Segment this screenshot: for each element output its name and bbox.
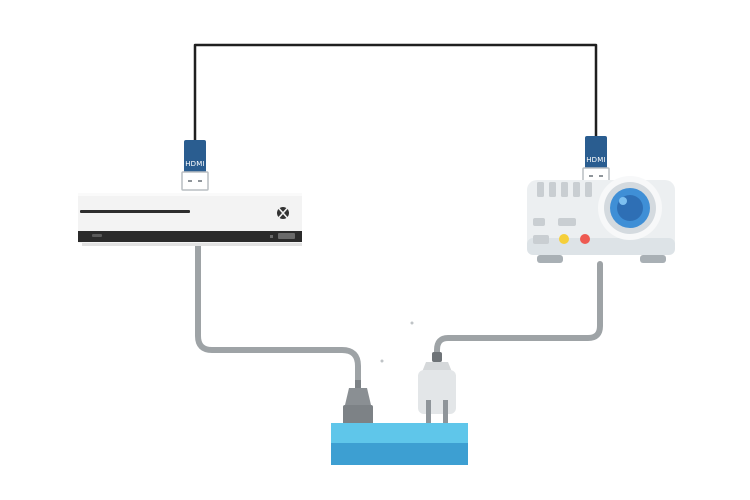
decorative-dot [380, 359, 384, 363]
hdmi-label-right: HDMI [586, 156, 606, 164]
power-strip [331, 423, 468, 465]
xbox-console [78, 193, 302, 246]
hdmi-connector-left: HDMI [181, 140, 209, 191]
projector [527, 176, 675, 263]
power-strip-top [331, 423, 468, 443]
power-strip-front [331, 443, 468, 465]
projector-vents [537, 182, 592, 197]
console-front-strip [78, 231, 302, 242]
power-plug-left [343, 380, 373, 425]
power-plug-right [418, 352, 456, 424]
hdmi-label-left: HDMI [185, 160, 205, 168]
projector-button [533, 218, 545, 226]
hdmi-connector-right: HDMI [582, 136, 610, 185]
projector-button [533, 235, 549, 244]
hdmi-cable [193, 43, 598, 145]
projector-power-cable [434, 261, 603, 359]
console-power-cable [195, 239, 361, 387]
projector-lens [598, 176, 662, 240]
projector-foot [640, 255, 666, 263]
projector-yellow-button [559, 234, 569, 244]
disc-slot [80, 210, 190, 213]
decorative-dot [410, 321, 414, 325]
projector-red-button [580, 234, 590, 244]
xbox-logo-icon [277, 207, 289, 219]
projector-foot [537, 255, 563, 263]
projector-button [558, 218, 576, 226]
